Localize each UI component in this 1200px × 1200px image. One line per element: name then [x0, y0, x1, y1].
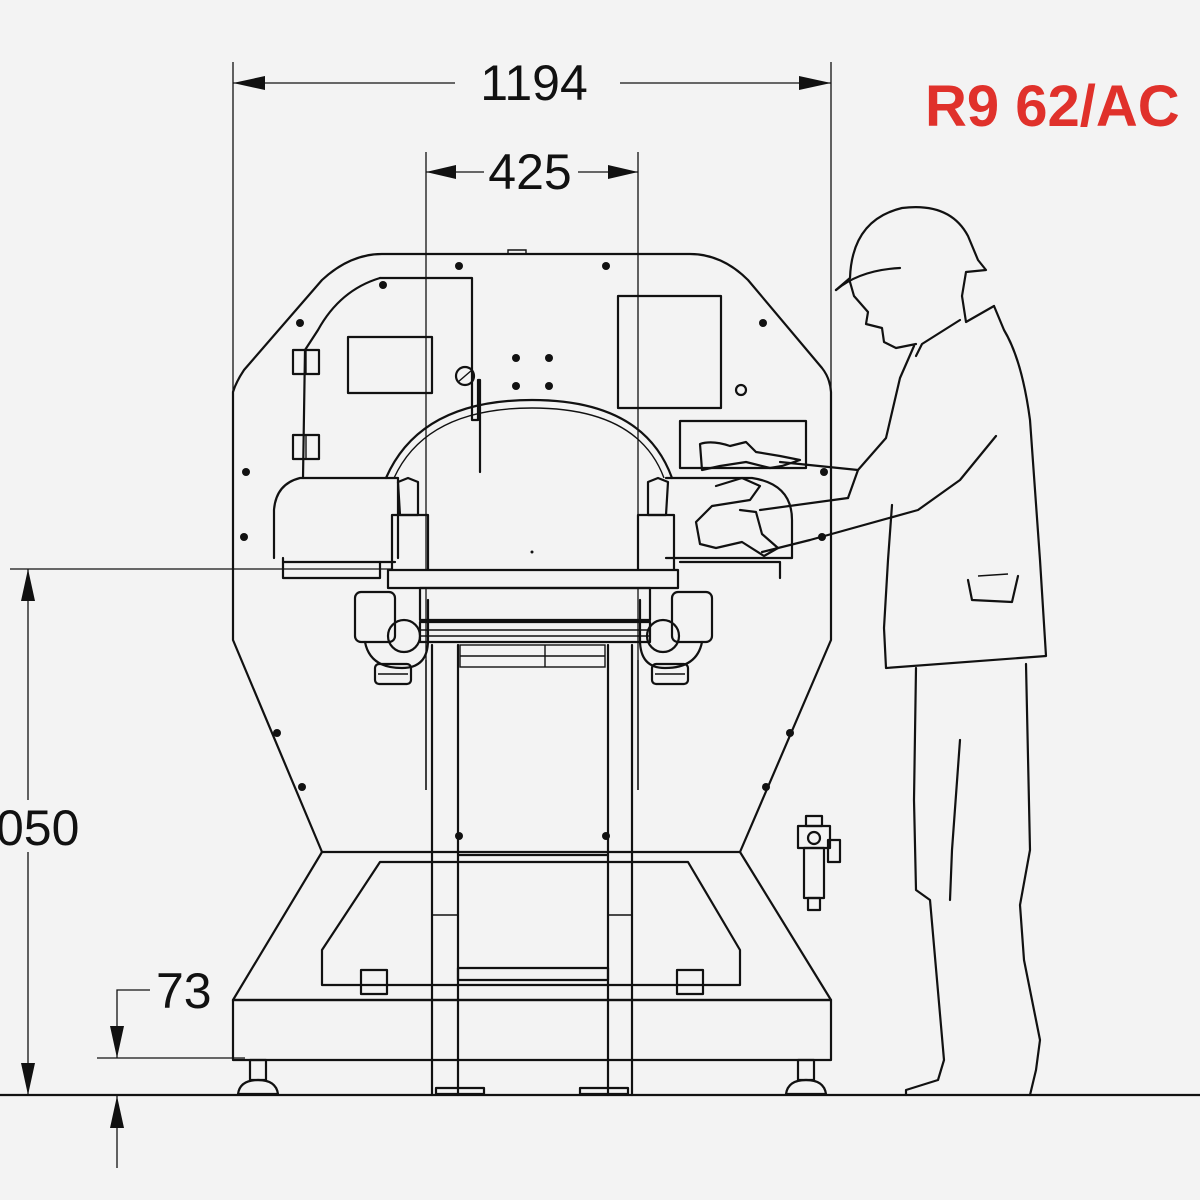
dimension-inner-width: 425	[425, 144, 639, 790]
lock-block-icon	[675, 968, 705, 996]
dimension-overall-width: 1194	[232, 55, 832, 412]
machine-body	[231, 249, 833, 854]
dimension-table-height: 050	[0, 568, 392, 1095]
operator-figure	[694, 206, 1048, 1097]
housing-bolts	[240, 262, 828, 840]
strapping-head	[353, 476, 714, 686]
control-panel	[616, 294, 723, 410]
air-filter-regulator-icon	[796, 814, 842, 912]
machine-frame	[231, 643, 833, 1097]
inner-width-label: 425	[488, 144, 571, 200]
foot-clearance-label: 73	[156, 963, 212, 1019]
display-panel	[346, 335, 434, 395]
keypad-panel	[678, 419, 808, 470]
dimension-foot-clearance: 73	[97, 963, 245, 1168]
overall-width-label: 1194	[480, 55, 588, 111]
leveling-feet	[236, 1058, 828, 1096]
lock-icon	[454, 365, 476, 387]
model-label: R9 62/AC	[925, 74, 1180, 139]
lock-block-icon	[359, 968, 389, 996]
table-height-label: 050	[0, 800, 79, 856]
